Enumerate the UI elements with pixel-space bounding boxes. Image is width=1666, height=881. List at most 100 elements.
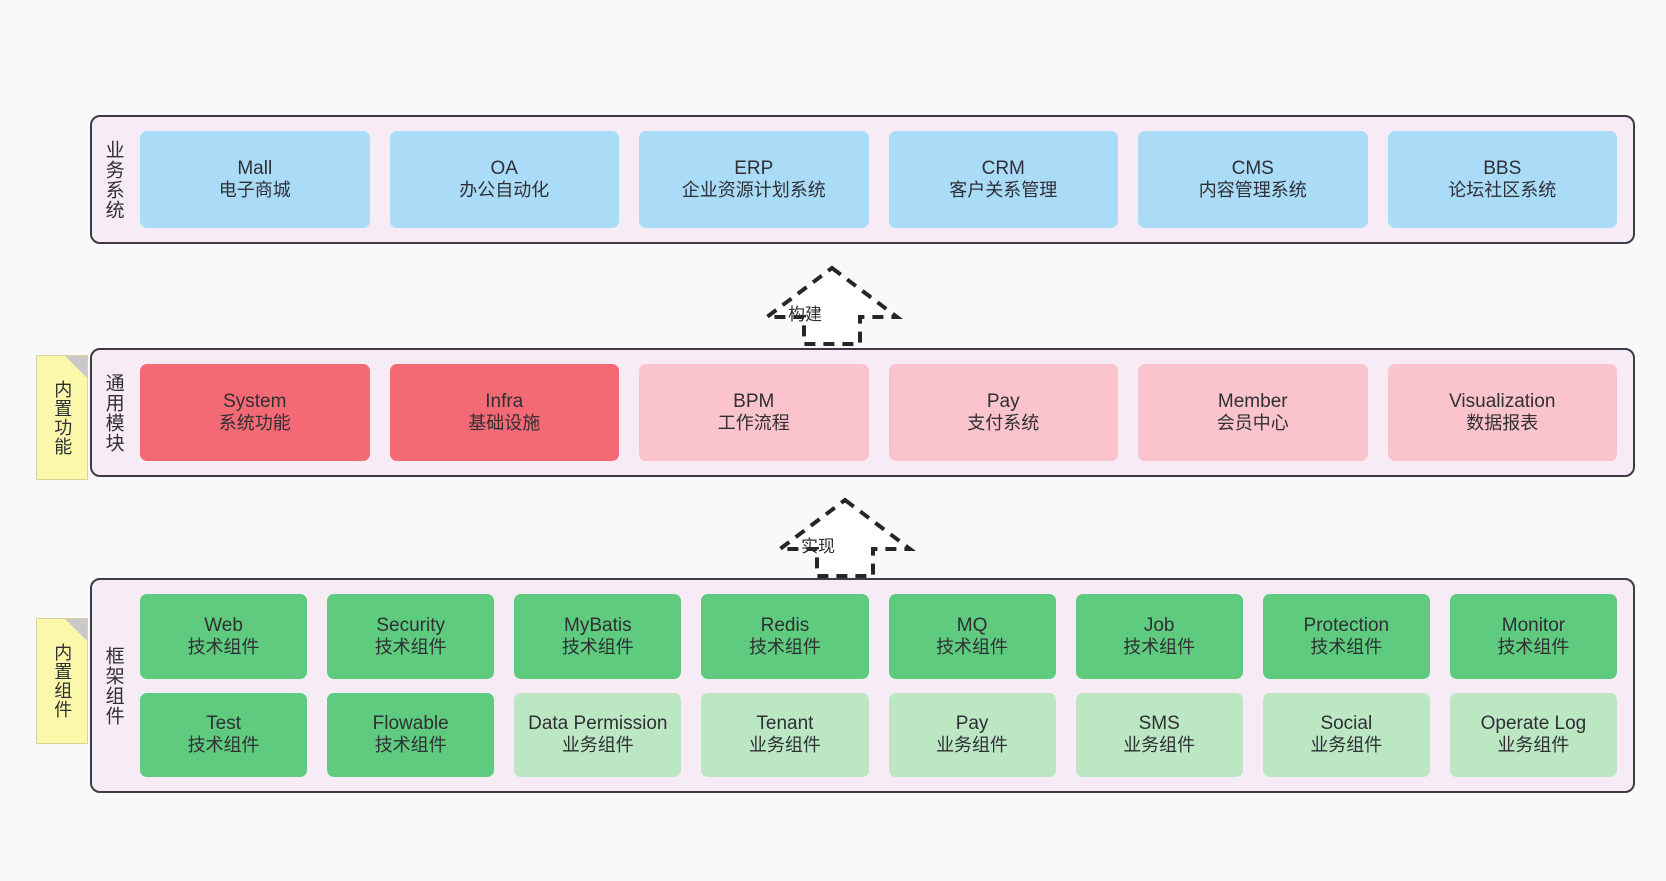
card-title-cn: 技术组件 (1497, 636, 1570, 657)
dashed-hollow-arrow-up-icon (761, 265, 903, 346)
layer-body-common-modules: System 系统功能 Infra 基础设施 BPM 工作流程 Pay 支付系统… (134, 350, 1633, 475)
card-title-en: Tenant (756, 713, 814, 735)
card-cms[interactable]: CMS 内容管理系统 (1138, 131, 1368, 228)
card-title-en: Mall (237, 157, 273, 179)
card-pay-business[interactable]: Pay 业务组件 (888, 692, 1056, 777)
card-web[interactable]: Web 技术组件 (140, 594, 308, 679)
card-row: System 系统功能 Infra 基础设施 BPM 工作流程 Pay 支付系统… (140, 364, 1617, 461)
card-test[interactable]: Test 技术组件 (140, 692, 308, 777)
card-data-permission[interactable]: Data Permission 业务组件 (514, 692, 682, 777)
card-tenant[interactable]: Tenant 业务组件 (701, 692, 869, 777)
card-title-cn: 业务组件 (1310, 735, 1383, 756)
layer-business-systems: 业务系统 Mall 电子商城 OA 办公自动化 ERP 企业资源计划系统 CRM… (90, 115, 1635, 244)
card-job[interactable]: Job 技术组件 (1075, 594, 1243, 679)
layer-body-framework-components: Web 技术组件 Security 技术组件 MyBatis 技术组件 Redi… (134, 580, 1633, 791)
card-title-en: Monitor (1501, 614, 1566, 636)
card-title-cn: 技术组件 (1123, 636, 1196, 657)
card-title-en: CMS (1231, 157, 1274, 179)
card-title-cn: 内容管理系统 (1198, 180, 1307, 201)
card-member[interactable]: Member 会员中心 (1138, 364, 1368, 461)
card-title-en: BPM (733, 390, 775, 412)
card-title-en: Pay (986, 390, 1020, 412)
card-title-cn: 会员中心 (1216, 413, 1289, 434)
card-title-en: Operate Log (1480, 713, 1587, 735)
card-title-cn: 技术组件 (374, 636, 447, 657)
card-title-en: Security (376, 614, 445, 636)
card-mq[interactable]: MQ 技术组件 (888, 594, 1056, 679)
card-title-en: Job (1143, 614, 1175, 636)
card-operate-log[interactable]: Operate Log 业务组件 (1449, 692, 1617, 777)
card-oa[interactable]: OA 办公自动化 (389, 131, 619, 228)
card-title-cn: 技术组件 (936, 636, 1009, 657)
note-builtin-components: 内置组件 (36, 618, 88, 744)
card-title-en: System (223, 390, 287, 412)
card-visualization[interactable]: Visualization 数据报表 (1387, 364, 1617, 461)
card-social[interactable]: Social 业务组件 (1262, 692, 1430, 777)
card-title-en: MyBatis (564, 614, 632, 636)
card-title-en: OA (490, 157, 518, 179)
card-title-cn: 技术组件 (1310, 636, 1383, 657)
card-security[interactable]: Security 技术组件 (327, 594, 495, 679)
card-title-en: BBS (1483, 157, 1522, 179)
card-title-cn: 业务组件 (561, 735, 634, 756)
card-crm[interactable]: CRM 客户关系管理 (888, 131, 1118, 228)
card-row: Mall 电子商城 OA 办公自动化 ERP 企业资源计划系统 CRM 客户关系… (140, 131, 1617, 228)
card-title-en: Web (204, 614, 243, 636)
card-title-cn: 企业资源计划系统 (681, 180, 826, 201)
layer-title-common-modules: 通用模块 (102, 372, 124, 453)
note-builtin-functions: 内置功能 (36, 355, 88, 480)
card-pay[interactable]: Pay 支付系统 (888, 364, 1118, 461)
card-title-en: Flowable (372, 713, 449, 735)
card-title-cn: 业务组件 (748, 735, 821, 756)
card-mall[interactable]: Mall 电子商城 (140, 131, 370, 228)
card-title-en: Protection (1303, 614, 1390, 636)
card-infra[interactable]: Infra 基础设施 (389, 364, 619, 461)
card-title-cn: 技术组件 (561, 636, 634, 657)
card-bbs[interactable]: BBS 论坛社区系统 (1387, 131, 1617, 228)
card-title-cn: 技术组件 (187, 636, 260, 657)
card-title-cn: 业务组件 (936, 735, 1009, 756)
card-title-cn: 基础设施 (468, 413, 541, 434)
card-redis[interactable]: Redis 技术组件 (701, 594, 869, 679)
layer-title-business-systems: 业务系统 (102, 139, 124, 220)
card-title-en: Visualization (1449, 390, 1556, 412)
card-title-en: Pay (955, 713, 989, 735)
note-label: 内置功能 (52, 379, 73, 456)
card-row: Test 技术组件 Flowable 技术组件 Data Permission … (140, 692, 1617, 777)
card-title-cn: 技术组件 (187, 735, 260, 756)
note-fold-corner-icon (65, 619, 87, 641)
card-title-en: SMS (1138, 713, 1180, 735)
connector-build: 构建 (757, 262, 907, 347)
card-title-cn: 技术组件 (748, 636, 821, 657)
connector-label-build: 构建 (788, 305, 822, 324)
card-title-cn: 办公自动化 (459, 180, 550, 201)
card-system[interactable]: System 系统功能 (140, 364, 370, 461)
card-sms[interactable]: SMS 业务组件 (1075, 692, 1243, 777)
layer-framework-components: 框架组件 Web 技术组件 Security 技术组件 MyBatis 技术组件… (90, 578, 1635, 793)
card-title-cn: 数据报表 (1466, 413, 1539, 434)
connector-label-implement: 实现 (801, 537, 835, 556)
card-title-cn: 工作流程 (717, 413, 790, 434)
card-title-cn: 支付系统 (967, 413, 1040, 434)
card-protection[interactable]: Protection 技术组件 (1262, 594, 1430, 679)
card-title-en: Infra (485, 390, 524, 412)
card-erp[interactable]: ERP 企业资源计划系统 (639, 131, 869, 228)
card-bpm[interactable]: BPM 工作流程 (639, 364, 869, 461)
layer-body-business-systems: Mall 电子商城 OA 办公自动化 ERP 企业资源计划系统 CRM 客户关系… (134, 117, 1633, 242)
card-title-cn: 电子商城 (218, 180, 291, 201)
layer-common-modules: 通用模块 System 系统功能 Infra 基础设施 BPM 工作流程 Pay… (90, 348, 1635, 477)
connector-implement: 实现 (770, 494, 920, 579)
card-mybatis[interactable]: MyBatis 技术组件 (514, 594, 682, 679)
card-title-en: Social (1320, 713, 1373, 735)
card-row: Web 技术组件 Security 技术组件 MyBatis 技术组件 Redi… (140, 594, 1617, 679)
card-title-en: ERP (734, 157, 774, 179)
card-title-cn: 业务组件 (1123, 735, 1196, 756)
dashed-hollow-arrow-up-icon (774, 497, 916, 578)
card-flowable[interactable]: Flowable 技术组件 (327, 692, 495, 777)
card-title-en: CRM (981, 157, 1025, 179)
card-monitor[interactable]: Monitor 技术组件 (1449, 594, 1617, 679)
card-title-cn: 技术组件 (374, 735, 447, 756)
card-title-en: MQ (956, 614, 988, 636)
card-title-en: Redis (760, 614, 810, 636)
